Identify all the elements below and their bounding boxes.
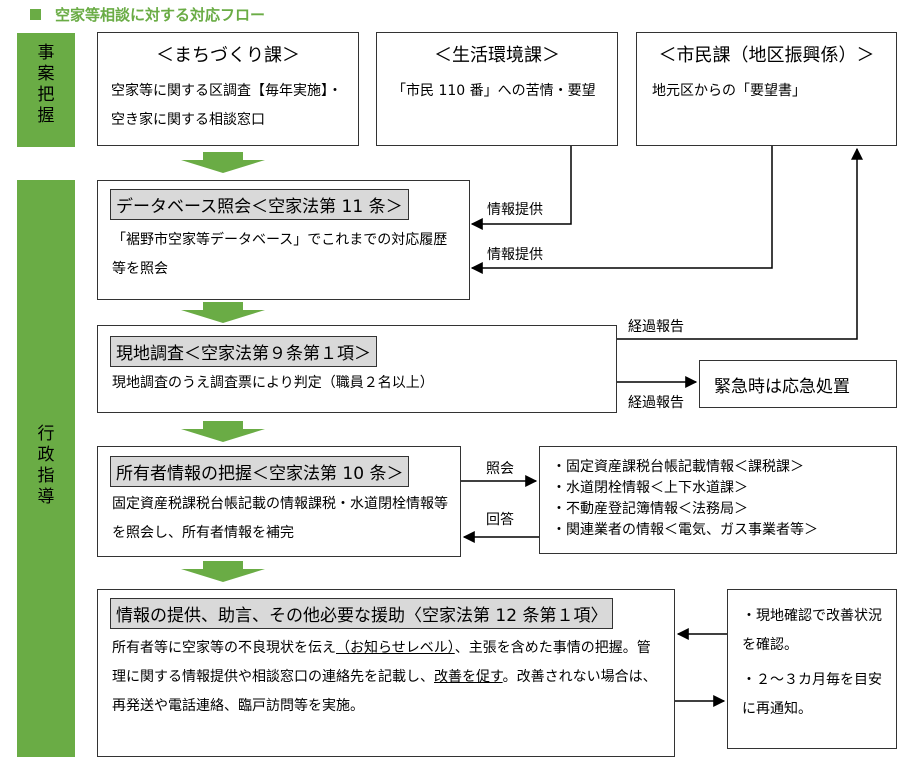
step-body-survey: 現地調査のうえ調査票により判定（職員２名以上）: [112, 375, 434, 391]
sidebar-case-grasp-label: 事案把握: [37, 43, 55, 126]
dept-heading-seikatsu: ＜生活環境課＞: [434, 45, 560, 66]
step-box-database: データベース照会＜空家法第 11 条＞ 「裾野市空家等データベース」でこれまでの…: [97, 180, 470, 300]
emergency-box: 緊急時は応急処置: [699, 360, 897, 408]
followup-item: ・現地確認で改善状況を確認。: [742, 608, 882, 653]
sources-list-item: ・水道閉栓情報＜上下水道課＞: [552, 480, 748, 496]
followup-text: ・現地確認で改善状況を確認。 ・２～３カ月毎を目安に再通知。: [742, 602, 892, 724]
green-down-arrow: [181, 152, 265, 173]
sidebar-administrative-guidance: 行政指導: [17, 180, 75, 757]
dept-heading-shimin: ＜市民課（地区振興係）＞: [658, 45, 875, 66]
step-heading-survey: 現地調査＜空家法第９条第１項＞: [110, 336, 377, 367]
sources-box: ・固定資産課税台帳記載情報＜課税課＞ ・水道閉栓情報＜上下水道課＞ ・不動産登記…: [539, 446, 897, 554]
page-title-text: 空家等相談に対する対応フロー: [55, 6, 266, 24]
step-heading-database: データベース照会＜空家法第 11 条＞: [110, 189, 409, 220]
followup-box: ・現地確認で改善状況を確認。 ・２～３カ月毎を目安に再通知。: [727, 589, 897, 749]
sidebar-administrative-guidance-label: 行政指導: [37, 424, 55, 507]
label-progress-1: 経過報告: [628, 319, 684, 335]
arrow-survey-to-shimin: [617, 147, 863, 340]
dept-box-seikatsu: ＜生活環境課＞ 「市民 110 番」への苦情・要望: [376, 32, 618, 146]
dept-body-shimin: 地元区からの「要望書」: [652, 83, 806, 99]
step-heading-owner: 所有者情報の把握＜空家法第 10 条＞: [110, 456, 410, 487]
dept-heading-machizukuri: ＜まちづくり課＞: [156, 45, 300, 66]
dept-box-machizukuri: ＜まちづくり課＞ 空家等に関する区調査【毎年実施】・空き家に関する相談窓口: [97, 32, 359, 146]
green-down-arrow: [181, 421, 265, 442]
dept-body-machizukuri: 空家等に関する区調査【毎年実施】・空き家に関する相談窓口: [111, 83, 342, 128]
dept-box-shimin: ＜市民課（地区振興係）＞ 地元区からの「要望書」: [636, 32, 897, 146]
sources-list: ・固定資産課税台帳記載情報＜課税課＞ ・水道閉栓情報＜上下水道課＞ ・不動産登記…: [552, 457, 818, 541]
label-inquiry: 照会: [486, 461, 514, 477]
step-body-assist: 所有者等に空家等の不良現状を伝え（お知らせレベル）、主張を含めた事情の把握。管理…: [112, 640, 657, 714]
page-title: 空家等相談に対する対応フロー: [10, 4, 265, 25]
sources-list-item: ・関連業者の情報＜電気、ガス事業者等＞: [552, 522, 818, 538]
label-info-1: 情報提供: [487, 202, 543, 218]
green-down-arrow: [181, 561, 265, 582]
sidebar-case-grasp: 事案把握: [17, 33, 75, 147]
step-box-assist: 情報の提供、助言、その他必要な援助〈空家法第 12 条第１項〉 所有者等に空家等…: [97, 589, 675, 757]
step-body-owner: 固定資産税課税台帳記載の情報課税・水道閉栓情報等を照会し、所有者情報を補完: [112, 496, 448, 541]
sources-list-item: ・不動産登記簿情報＜法務局＞: [552, 501, 748, 517]
title-square-marker: [30, 9, 41, 20]
label-progress-2: 経過報告: [628, 395, 684, 411]
label-reply: 回答: [486, 512, 514, 528]
step-box-owner: 所有者情報の把握＜空家法第 10 条＞ 固定資産税課税台帳記載の情報課税・水道閉…: [97, 446, 461, 557]
emergency-text: 緊急時は応急処置: [714, 377, 850, 397]
step-box-survey: 現地調査＜空家法第９条第１項＞ 現地調査のうえ調査票により判定（職員２名以上）: [97, 325, 617, 413]
sources-list-item: ・固定資産課税台帳記載情報＜課税課＞: [552, 459, 804, 475]
followup-item: ・２～３カ月毎を目安に再通知。: [742, 672, 882, 717]
green-down-arrow: [181, 302, 265, 323]
step-heading-assist: 情報の提供、助言、その他必要な援助〈空家法第 12 条第１項〉: [110, 598, 614, 629]
dept-body-seikatsu: 「市民 110 番」への苦情・要望: [392, 83, 596, 99]
step-body-database: 「裾野市空家等データベース」でこれまでの対応履歴等を照会: [112, 232, 448, 277]
label-info-2: 情報提供: [487, 247, 543, 263]
